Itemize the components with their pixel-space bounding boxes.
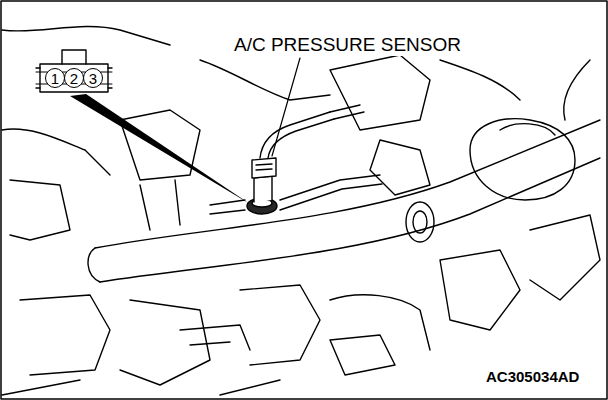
- pin-number: 1: [51, 71, 59, 86]
- figure-code: AC305034AD: [484, 368, 581, 385]
- pin-number-circle: 3: [83, 68, 103, 88]
- pin-number: 2: [70, 71, 78, 86]
- pin-number: 3: [89, 71, 97, 86]
- pin-number-circle: 2: [64, 68, 84, 88]
- pin-number-circle: 1: [45, 68, 65, 88]
- part-name: A/C PRESSURE SENSOR: [232, 34, 463, 56]
